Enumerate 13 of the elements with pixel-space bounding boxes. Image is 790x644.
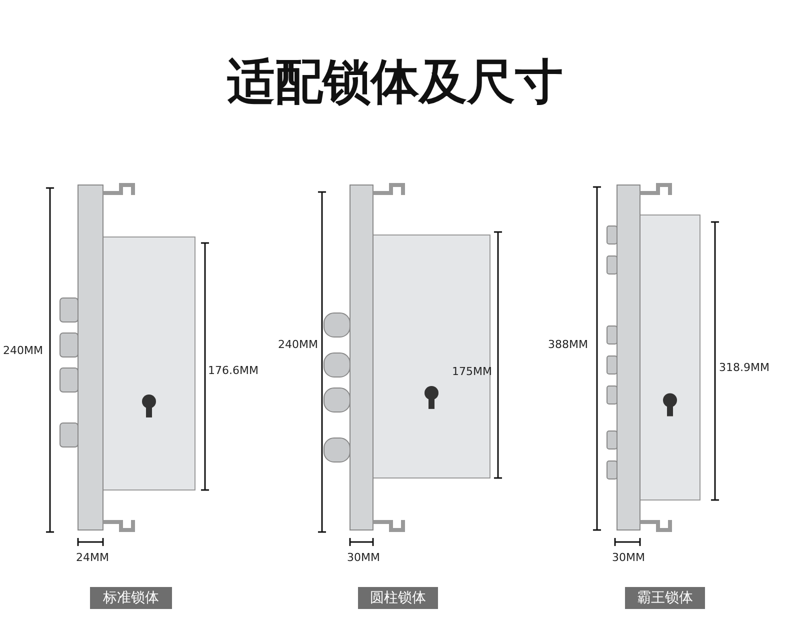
- caption-label: 霸王锁体: [625, 587, 705, 609]
- dimension-label: 176.6MM: [208, 365, 258, 377]
- dimension-label: 30MM: [612, 552, 645, 564]
- dimension-label: 30MM: [347, 552, 380, 564]
- dimension-label: 24MM: [76, 552, 109, 564]
- dimension-label: 240MM: [278, 339, 318, 351]
- dimension-label: 318.9MM: [719, 362, 770, 374]
- caption-label: 圆柱锁体: [358, 587, 438, 609]
- dimension-label: 388MM: [548, 339, 588, 351]
- dimension-label: 240MM: [3, 345, 43, 357]
- dimension-label: 175MM: [452, 366, 492, 378]
- title: 适配锁体及尺寸: [226, 53, 564, 112]
- caption-label: 标准锁体: [90, 587, 172, 609]
